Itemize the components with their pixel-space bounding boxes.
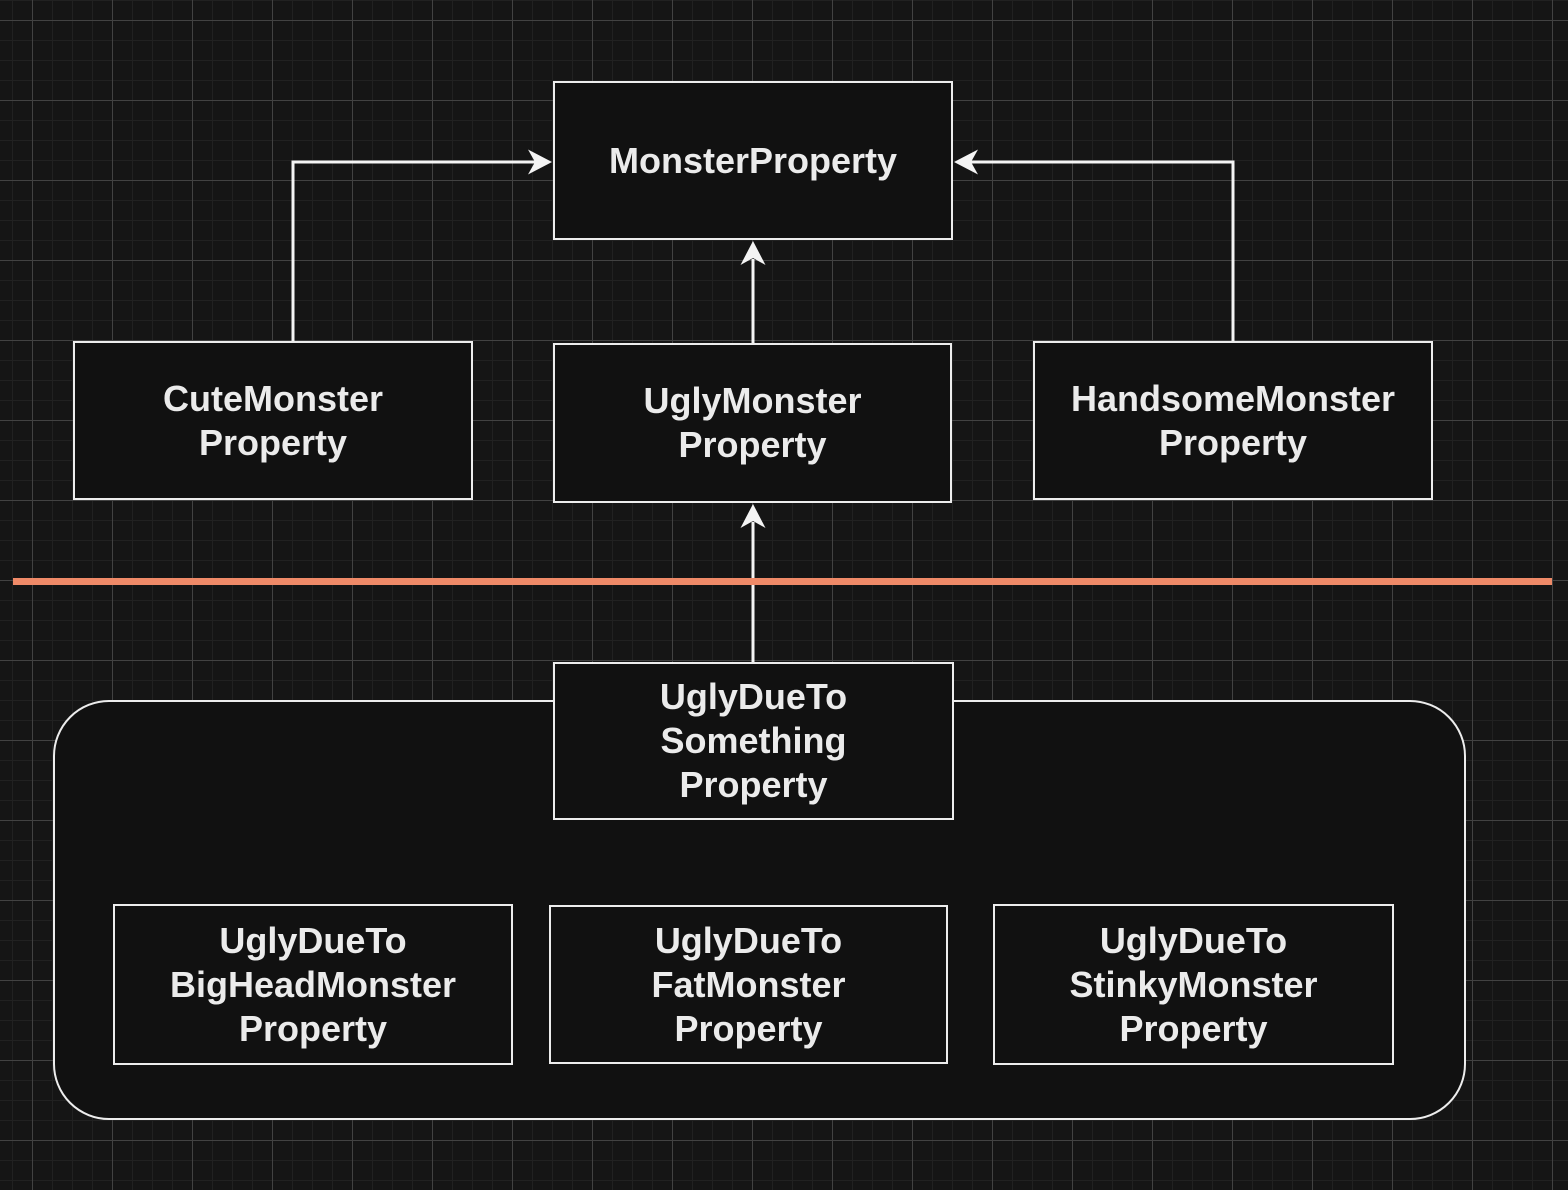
node-ugly-due-to-fat-monster-property[interactable]: UglyDueTo FatMonster Property (549, 905, 948, 1064)
arrowhead-up-icon (740, 504, 766, 528)
edge-uglyduetosomething-to-uglymonster[interactable] (740, 504, 766, 662)
node-ugly-monster-property[interactable]: UglyMonster Property (553, 343, 952, 503)
divider-line[interactable] (13, 578, 1552, 585)
node-label: MonsterProperty (608, 139, 898, 181)
node-label: UglyDueTo BigHeadMonster Property (169, 919, 457, 1049)
edge-handsomemonster-to-monsterproperty[interactable] (954, 149, 1235, 342)
node-label: UglyDueTo Something Property (659, 676, 848, 805)
node-ugly-due-to-bighead-monster-property[interactable]: UglyDueTo BigHeadMonster Property (113, 904, 513, 1065)
arrowhead-up-icon (740, 241, 766, 265)
edge-cutemonster-to-monsterproperty[interactable] (291, 149, 552, 342)
node-cute-monster-property[interactable]: CuteMonster Property (73, 341, 473, 500)
node-monster-property[interactable]: MonsterProperty (553, 81, 953, 240)
node-label: UglyDueTo StinkyMonster Property (1069, 919, 1318, 1049)
node-label: UglyMonster Property (643, 380, 862, 465)
node-handsome-monster-property[interactable]: HandsomeMonster Property (1033, 341, 1433, 500)
arrowhead-left-icon (954, 149, 978, 175)
arrowhead-right-icon (528, 149, 552, 175)
node-label: CuteMonster Property (162, 377, 383, 463)
edge-uglymonster-to-monsterproperty[interactable] (740, 241, 766, 343)
node-label: HandsomeMonster Property (1070, 377, 1396, 463)
node-label: UglyDueTo FatMonster Property (651, 919, 846, 1049)
node-ugly-due-to-something-property[interactable]: UglyDueTo Something Property (553, 662, 954, 820)
node-ugly-due-to-stinky-monster-property[interactable]: UglyDueTo StinkyMonster Property (993, 904, 1394, 1065)
